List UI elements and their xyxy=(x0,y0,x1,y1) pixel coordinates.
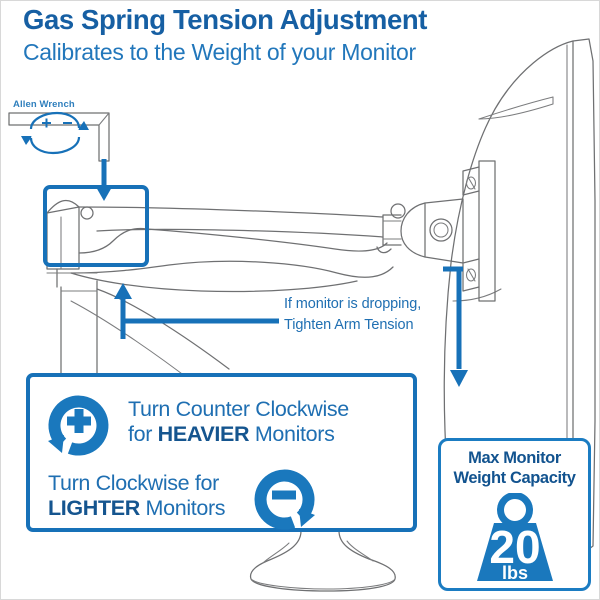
instruction-heavier-suffix: Monitors xyxy=(249,422,335,446)
page-title: Gas Spring Tension Adjustment xyxy=(23,4,427,35)
weight-badge-title-line1: Max Monitor xyxy=(468,449,561,467)
arrow-down-icon-monitor xyxy=(443,266,468,387)
drop-note-line-1: If monitor is dropping, xyxy=(284,296,422,312)
instruction-text-heavier: Turn Counter Clockwise for HEAVIER Monit… xyxy=(128,397,349,448)
instruction-lighter-suffix: Monitors xyxy=(139,496,226,520)
weight-badge-title-line2: Weight Capacity xyxy=(453,469,576,488)
instruction-row-lighter: Turn Clockwise for LIGHTER Monitors xyxy=(42,459,321,533)
rotate-counter-clockwise-plus-icon xyxy=(48,395,109,456)
allen-wrench-label: Allen Wrench xyxy=(13,99,75,110)
weight-plate-icon: 20 lbs xyxy=(476,493,553,583)
rotation-instructions-callout: Turn Counter Clockwise for HEAVIER Monit… xyxy=(26,373,417,532)
weight-badge-title: Max Monitor Weight Capacity xyxy=(441,448,588,489)
arrow-up-icon-arm xyxy=(114,283,279,339)
instruction-heavier-emphasis: HEAVIER xyxy=(157,422,250,446)
drop-note-line-2: Tighten Arm Tension xyxy=(284,317,414,334)
instruction-lighter-line1: Turn Clockwise for xyxy=(48,470,219,495)
adjustment-point-highlight xyxy=(43,185,149,267)
drop-note: If monitor is dropping, Tighten Arm Tens… xyxy=(284,294,421,336)
instruction-text-lighter: Turn Clockwise for LIGHTER Monitors xyxy=(48,470,226,522)
max-weight-capacity-badge: Max Monitor Weight Capacity 20 lbs xyxy=(438,438,591,591)
instruction-heavier-line1: Turn Counter Clockwise xyxy=(128,396,349,421)
page-subtitle: Calibrates to the Weight of your Monitor xyxy=(23,39,416,65)
rotate-plus-minus-icon xyxy=(21,111,89,155)
monitor-base-line-art xyxy=(249,530,396,592)
rotate-clockwise-minus-icon xyxy=(254,469,316,530)
arm-tilt-head-line-art xyxy=(376,198,464,264)
instruction-heavier-line2: for HEAVIER Monitors xyxy=(128,422,349,447)
weight-unit: lbs xyxy=(501,563,527,583)
vesa-mount-line-art xyxy=(462,160,496,302)
allen-wrench-icon xyxy=(8,112,110,162)
weight-value: 20 xyxy=(489,521,540,573)
instruction-row-heavier: Turn Counter Clockwise for HEAVIER Monit… xyxy=(42,385,349,459)
instruction-lighter-line2: LIGHTER Monitors xyxy=(48,496,226,521)
instruction-heavier-prefix: for xyxy=(128,422,158,446)
instruction-lighter-emphasis: LIGHTER xyxy=(48,496,140,520)
arrow-down-icon-wrench xyxy=(96,159,112,201)
gas-spring-arm-line-art xyxy=(46,199,394,293)
